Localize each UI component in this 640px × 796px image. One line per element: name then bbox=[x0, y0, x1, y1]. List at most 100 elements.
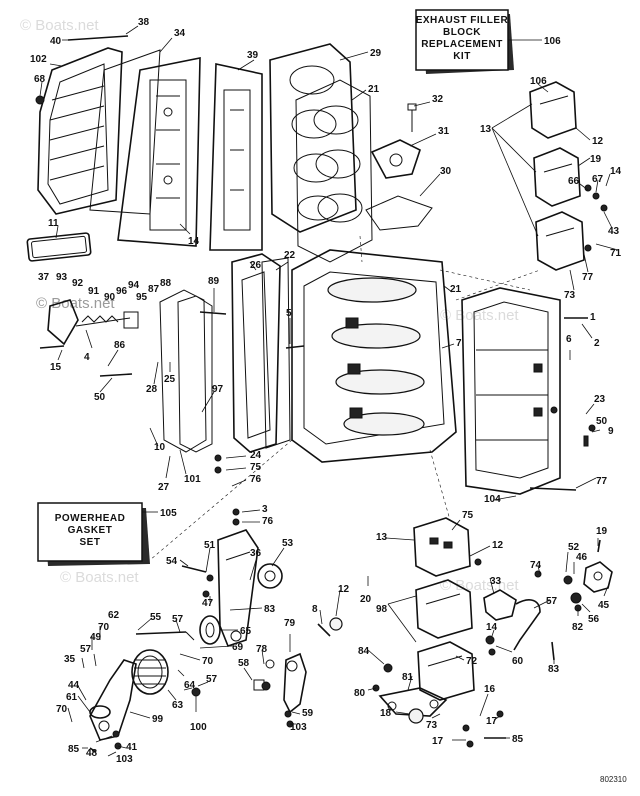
callout-72[interactable]: 81 bbox=[402, 672, 414, 683]
callout-70[interactable]: 57 bbox=[80, 644, 92, 655]
callout-69[interactable]: 49 bbox=[90, 632, 102, 643]
callout-85[interactable]: 17 bbox=[486, 716, 498, 727]
callout-9[interactable]: 50 bbox=[596, 416, 608, 427]
callout-30[interactable]: 30 bbox=[440, 166, 452, 177]
callout-94[interactable]: 96 bbox=[116, 286, 128, 297]
callout-67[interactable]: 14 bbox=[610, 166, 622, 177]
callout-3[interactable]: 104 bbox=[484, 494, 501, 505]
callout-11[interactable]: 14 bbox=[188, 236, 200, 247]
callout-14[interactable]: 72 bbox=[466, 656, 478, 667]
callout-1[interactable]: 21 bbox=[450, 284, 462, 295]
callout-43[interactable]: 66 bbox=[568, 176, 580, 187]
callout-25[interactable]: 28 bbox=[146, 384, 158, 395]
callout-17[interactable]: 73 bbox=[426, 720, 438, 731]
callout-15[interactable]: 86 bbox=[114, 340, 126, 351]
callout-14[interactable]: 73 bbox=[564, 290, 576, 301]
callout-74[interactable]: 52 bbox=[568, 542, 580, 553]
callout-38[interactable]: 38 bbox=[138, 17, 150, 28]
callout-7[interactable]: 5 bbox=[286, 308, 292, 319]
callout-79[interactable]: 78 bbox=[256, 644, 268, 655]
callout-83[interactable]: 56 bbox=[588, 614, 600, 625]
callout-52[interactable]: 47 bbox=[202, 598, 214, 609]
callout-75[interactable]: 76 bbox=[262, 516, 274, 527]
callout-44[interactable]: 79 bbox=[284, 618, 296, 629]
callout-12[interactable]: 13 bbox=[376, 532, 388, 543]
callout-37[interactable]: 11 bbox=[48, 218, 59, 229]
callout-36[interactable]: 53 bbox=[282, 538, 294, 549]
callout-73[interactable]: 71 bbox=[610, 248, 622, 259]
callout-105[interactable]: 105 bbox=[160, 508, 177, 519]
callout-18[interactable]: 16 bbox=[484, 684, 496, 695]
callout-78[interactable]: 58 bbox=[238, 658, 250, 669]
callout-17[interactable]: 85 bbox=[512, 734, 524, 745]
callout-87[interactable]: 95 bbox=[136, 292, 148, 303]
callout-45[interactable]: 33 bbox=[490, 576, 502, 587]
callout-73[interactable]: 18 bbox=[380, 708, 392, 719]
callout-53[interactable]: 51 bbox=[204, 540, 216, 551]
callout-65[interactable]: 57 bbox=[172, 614, 184, 625]
callout-66[interactable]: 67 bbox=[592, 174, 604, 185]
callout-68[interactable]: 68 bbox=[34, 74, 46, 85]
callout-5[interactable]: 1 bbox=[590, 312, 596, 323]
callout-76[interactable]: 3 bbox=[262, 504, 268, 515]
callout-101[interactable]: 27 bbox=[158, 482, 170, 493]
callout-75[interactable]: 24 bbox=[250, 450, 262, 461]
callout-106[interactable]: 106 bbox=[544, 36, 561, 47]
callout-50[interactable]: 23 bbox=[594, 394, 606, 405]
callout-55[interactable]: 83 bbox=[264, 604, 276, 615]
callout-71[interactable]: 77 bbox=[582, 272, 594, 283]
callout-19[interactable]: 12 bbox=[492, 540, 504, 551]
callout-10[interactable]: 9 bbox=[608, 426, 614, 437]
callout-54[interactable]: 36 bbox=[250, 548, 262, 559]
callout-85[interactable]: 17 bbox=[432, 736, 444, 747]
callout-63[interactable]: 61 bbox=[66, 692, 78, 703]
callout-77[interactable]: 76 bbox=[250, 474, 262, 485]
callout-96[interactable]: 90 bbox=[104, 292, 116, 303]
callout-41[interactable]: 48 bbox=[86, 748, 98, 759]
callout-90[interactable]: 91 bbox=[88, 286, 100, 297]
callout-39[interactable]: 39 bbox=[247, 50, 259, 61]
callout-26[interactable]: 89 bbox=[208, 276, 220, 287]
callout-24[interactable]: 101 bbox=[184, 474, 201, 485]
callout-48[interactable]: 85 bbox=[68, 744, 80, 755]
callout-13[interactable]: 106 bbox=[530, 76, 547, 87]
callout-91[interactable]: 92 bbox=[72, 278, 84, 289]
callout-14[interactable]: 19 bbox=[590, 154, 602, 165]
callout-93[interactable]: 37 bbox=[38, 272, 50, 283]
callout-92[interactable]: 93 bbox=[56, 272, 68, 283]
callout-58[interactable]: 70 bbox=[202, 656, 214, 667]
callout-57[interactable]: 60 bbox=[512, 656, 524, 667]
callout-82[interactable]: 57 bbox=[546, 596, 558, 607]
callout-51[interactable]: 19 bbox=[596, 526, 608, 537]
callout-103[interactable]: 41 bbox=[126, 742, 138, 753]
callout-32[interactable]: 32 bbox=[432, 94, 444, 105]
callout-2[interactable]: 7 bbox=[456, 338, 462, 349]
callout-33[interactable]: 46 bbox=[576, 552, 588, 563]
callout-57[interactable]: 64 bbox=[184, 680, 196, 691]
callout-20[interactable]: 45 bbox=[598, 600, 610, 611]
callout-77[interactable]: 43 bbox=[608, 226, 620, 237]
callout-88[interactable]: 87 bbox=[148, 284, 160, 295]
callout-60[interactable]: 14 bbox=[486, 622, 498, 633]
callout-4[interactable]: 6 bbox=[566, 334, 572, 345]
callout-102[interactable]: 102 bbox=[30, 54, 47, 65]
callout-104[interactable]: 77 bbox=[596, 476, 608, 487]
callout-70[interactable]: 57 bbox=[206, 674, 218, 685]
callout-95[interactable]: 94 bbox=[128, 280, 140, 291]
callout-97[interactable]: 25 bbox=[164, 374, 176, 385]
callout-98[interactable]: 20 bbox=[360, 594, 372, 605]
callout-13[interactable]: 75 bbox=[462, 510, 474, 521]
callout-99[interactable]: 70 bbox=[56, 704, 68, 715]
callout-61[interactable]: 44 bbox=[68, 680, 80, 691]
callout-103[interactable]: 59 bbox=[302, 708, 314, 719]
callout-21[interactable]: 22 bbox=[284, 250, 296, 261]
callout-34[interactable]: 34 bbox=[174, 28, 186, 39]
callout-57[interactable]: 35 bbox=[64, 654, 76, 665]
callout-83[interactable]: 8 bbox=[312, 604, 318, 615]
callout-86[interactable]: 4 bbox=[84, 352, 90, 363]
callout-29[interactable]: 29 bbox=[370, 48, 382, 59]
callout-70[interactable]: 62 bbox=[108, 610, 120, 621]
callout-28[interactable]: 50 bbox=[94, 392, 106, 403]
callout-62[interactable]: 65 bbox=[240, 626, 252, 637]
callout-59[interactable]: 99 bbox=[152, 714, 164, 725]
